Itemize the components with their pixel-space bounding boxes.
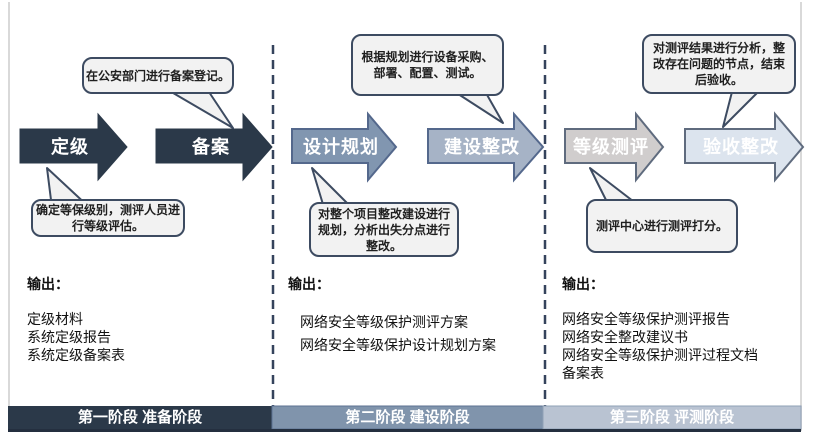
callout-bubble <box>642 34 796 94</box>
output-item: 系统定级备案表 <box>27 347 125 363</box>
step-label-acceptance-rectification: 验收整改 <box>703 137 779 157</box>
callout-text-phase1-top: 在公安部门进行备案登记。 <box>85 68 230 83</box>
step-label-level-evaluation: 等级测评 <box>573 137 649 157</box>
output-item: 定级材料 <box>27 311 83 327</box>
output-item: 网络安全等级保护设计规划方案 <box>300 337 496 353</box>
phase-footer-label-1: 第一阶段 准备阶段 <box>77 409 203 426</box>
step-label-design-planning: 设计规划 <box>303 137 379 157</box>
callout-text-phase2-bottom: 对整个项目整改建设进行规划，分析出失分点进行整改。 <box>317 206 450 253</box>
output-list: 网络安全等级保护测评方案 网络安全等级保护设计规划方案 <box>300 314 528 354</box>
output-item: 网络安全等级保护测评方案 <box>300 314 468 330</box>
step-label-filing: 备案 <box>192 137 230 157</box>
output-item: 系统定级报告 <box>27 329 111 345</box>
filing-arrow <box>155 112 273 182</box>
callout-text-phase1-bottom: 确定等保级别，测评人员进行等级评估。 <box>36 203 181 233</box>
phase-footer-bar-1 <box>8 406 272 429</box>
callout-bubble <box>586 199 738 253</box>
callout-text-phase3-bottom: 测评中心进行测评打分。 <box>595 219 728 233</box>
design-planning-arrow <box>291 111 398 183</box>
output-list: 定级材料 系统定级报告 系统定级备案表 <box>27 310 197 364</box>
step-label-construction-rectification: 建设整改 <box>444 137 520 157</box>
acceptance-rectification-arrow <box>684 111 805 183</box>
grading-arrow <box>19 112 128 182</box>
phase-footer-label-2: 第二阶段 建设阶段 <box>345 409 470 426</box>
callout-bubble <box>309 202 459 257</box>
level-evaluation-arrow <box>564 111 665 183</box>
callout-text-phase2-top: 根据规划进行设备采购、部署、配置、测试。 <box>361 50 494 80</box>
output-title: 输出： <box>27 276 69 292</box>
output-item: 网络安全整改建议书 <box>562 329 688 345</box>
output-section-phase1: 输出： 定级材料 系统定级报告 系统定级备案表 <box>27 274 197 364</box>
output-item: 网络安全等级保护测评过程文档备案表 <box>562 347 758 381</box>
callout-text-phase3-top: 对测评结果进行分析，整改存在问题的节点，结束后验收。 <box>652 41 785 87</box>
output-list: 网络安全等级保护测评报告 网络安全整改建议书 网络安全等级保护测评过程文档备案表 <box>562 310 762 382</box>
step-label-grading: 定级 <box>51 137 89 157</box>
output-title: 输出： <box>288 276 330 292</box>
output-section-phase2: 输出： 网络安全等级保护测评方案 网络安全等级保护设计规划方案 <box>288 274 528 360</box>
output-title: 输出： <box>562 276 604 292</box>
construction-rectification-arrow <box>427 111 545 183</box>
output-item: 网络安全等级保护测评报告 <box>562 311 730 327</box>
callout-bubble <box>31 199 185 237</box>
output-section-phase3: 输出： 网络安全等级保护测评报告 网络安全整改建议书 网络安全等级保护测评过程文… <box>562 274 762 382</box>
phase-footer-shadow <box>8 429 801 432</box>
callout-bubble <box>82 57 234 94</box>
phase-footer-label-3: 第三阶段 评测阶段 <box>609 409 735 426</box>
callout-bubble <box>351 34 504 96</box>
